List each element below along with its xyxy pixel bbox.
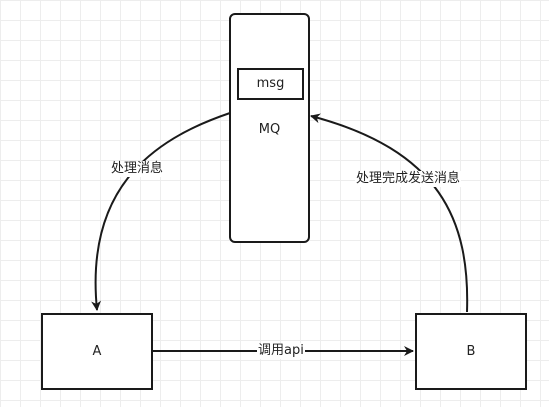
a-label: A bbox=[92, 344, 102, 359]
b-label: B bbox=[466, 344, 476, 359]
node-a: A bbox=[41, 313, 153, 390]
edge-mq-to-a bbox=[91, 112, 231, 311]
edge-label-a-to-b: 调用api bbox=[257, 343, 305, 359]
node-b: B bbox=[415, 313, 527, 390]
node-mq: msg MQ bbox=[229, 13, 310, 243]
node-msg: msg bbox=[237, 68, 304, 100]
msg-label: msg bbox=[256, 76, 285, 91]
edge-label-b-to-mq: 处理完成发送消息 bbox=[355, 171, 462, 187]
edge-b-to-mq bbox=[310, 113, 469, 313]
mq-label: MQ bbox=[258, 122, 281, 137]
edge-label-mq-to-a: 处理消息 bbox=[110, 161, 165, 177]
